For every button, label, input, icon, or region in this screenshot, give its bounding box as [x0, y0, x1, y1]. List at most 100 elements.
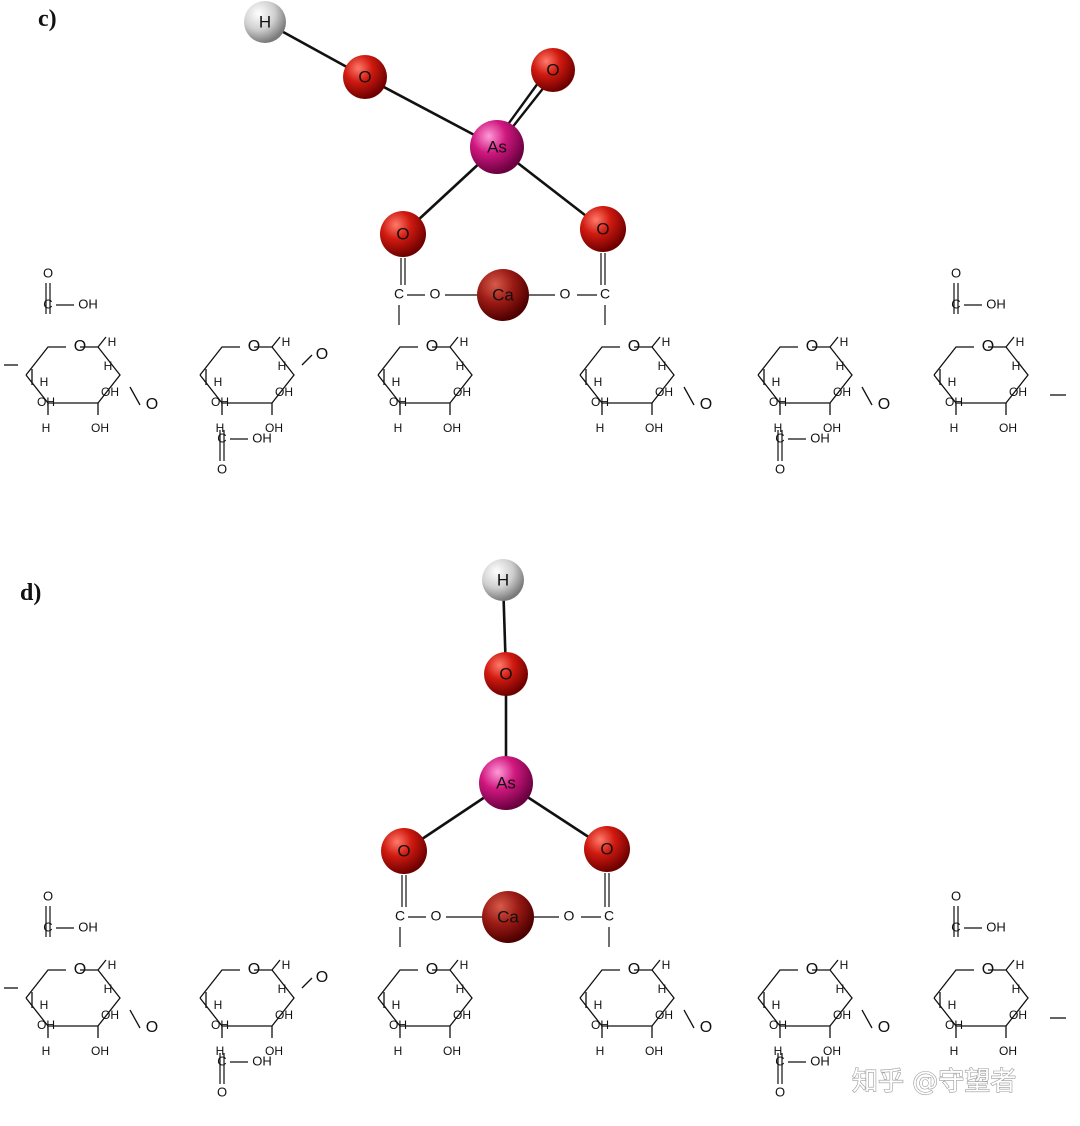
hydrogen-label: H [594, 998, 603, 1012]
hydrogen-label: H [1012, 982, 1021, 996]
hydrogen-label: H [214, 998, 223, 1012]
bond-line [829, 336, 839, 348]
carboxyl-hydroxyl-label: OH [810, 430, 830, 445]
ring-bond [579, 969, 620, 999]
hydrogen-label: H [1012, 359, 1021, 373]
glycosidic-oxygen-label: O [878, 1019, 890, 1036]
hydroxyl-label: OH [265, 1044, 283, 1058]
ring-oxygen-label: O [74, 961, 86, 978]
carboxyl-carbon-label: C [43, 919, 52, 934]
hydrogen-atom-shape [244, 1, 286, 43]
oxygen-atom-label: O [600, 839, 613, 858]
ring-oxygen-label: O [806, 338, 818, 355]
glycosidic-oxygen-label: O [316, 346, 328, 363]
ring-oxygen-label: O [806, 961, 818, 978]
arsenic-atom-shape [470, 120, 524, 174]
oxygen-atom-label: O [499, 664, 512, 683]
ring-bond [25, 346, 121, 404]
hydroxyl-label: OH [945, 395, 963, 409]
hydroxyl-label: OH [999, 421, 1017, 435]
hydrogen-label: H [596, 1044, 605, 1058]
ring-bond [579, 346, 620, 376]
calcium-atom: Ca [482, 891, 534, 943]
ester-oxygen-label: O [560, 286, 571, 302]
ring-bond [199, 346, 295, 404]
carboxyl-carbon-label: C [43, 296, 52, 311]
glycosidic-oxygen-label: O [700, 396, 712, 413]
hydroxyl-label: OH [655, 385, 673, 399]
ring-bond [757, 969, 853, 1027]
oxygen-atom-shape [484, 652, 528, 696]
hydrogen-label: H [662, 958, 671, 972]
ring-bond [25, 969, 121, 1027]
bond-line [129, 1009, 141, 1029]
oxygen-atom-label: O [546, 60, 559, 79]
ring-bond [757, 346, 798, 376]
oxygen-atom: O [381, 828, 427, 874]
calcium-atom-label: Ca [492, 285, 514, 304]
glycosidic-oxygen-label: O [146, 1019, 158, 1036]
carboxyl-hydroxyl-label: OH [986, 296, 1006, 311]
hydrogen-label: H [772, 998, 781, 1012]
carboxyl-hydroxyl-label: OH [986, 919, 1006, 934]
ring-bond [199, 969, 295, 1027]
carboxyl-carbon-label: C [217, 430, 226, 445]
oxygen-atom: O [484, 652, 528, 696]
ring-oxygen-label: O [628, 961, 640, 978]
ring-bond [933, 969, 1029, 1027]
oxygen-atom-label: O [397, 841, 410, 860]
oxygen-atom-shape [531, 48, 575, 92]
bond-line [449, 336, 459, 348]
carboxyl-carbon-label: C [951, 296, 960, 311]
hydrogen-label: H [950, 421, 959, 435]
ring-bond [933, 346, 1029, 404]
ring-bond [377, 346, 418, 376]
bond-line [1005, 959, 1015, 971]
hydrogen-label: H [40, 998, 49, 1012]
carboxyl-oxygen-label: O [775, 461, 785, 476]
hydrogen-label: H [214, 375, 223, 389]
hydroxyl-label: OH [211, 395, 229, 409]
carboxyl-carbon-label: C [775, 1053, 784, 1068]
hydroxyl-label: OH [443, 421, 461, 435]
ring-bond [199, 969, 240, 999]
bond-line [271, 959, 281, 971]
hydrogen-label: H [948, 375, 957, 389]
glycosidic-oxygen-label: O [700, 1019, 712, 1036]
oxygen-atom-label: O [596, 219, 609, 238]
bond-line [829, 959, 839, 971]
carboxyl-oxygen-label: O [951, 888, 961, 903]
hydrogen-label: H [658, 359, 667, 373]
panel-label: d) [20, 580, 41, 606]
hydroxyl-label: OH [37, 1018, 55, 1032]
watermark-text: 知乎 @守望者 [852, 1067, 1016, 1097]
oxygen-atom-label: O [358, 67, 371, 86]
ester-oxygen-label: O [430, 286, 441, 302]
oxygen-atom-shape [380, 211, 426, 257]
carboxyl-hydroxyl-label: OH [78, 296, 98, 311]
hydrogen-label: H [282, 958, 291, 972]
hydroxyl-label: OH [389, 395, 407, 409]
panel-label: c) [38, 6, 57, 32]
arsenic-atom: As [479, 756, 533, 810]
hydrogen-label: H [104, 359, 113, 373]
hydrogen-label: H [662, 335, 671, 349]
bond-line [1005, 336, 1015, 348]
hydrogen-label: H [216, 421, 225, 435]
calcium-atom: Ca [477, 269, 529, 321]
ring-oxygen-label: O [426, 961, 438, 978]
ring-oxygen-label: O [248, 338, 260, 355]
ring-oxygen-label: O [74, 338, 86, 355]
ring-bond [25, 346, 66, 376]
hydrogen-label: H [596, 421, 605, 435]
